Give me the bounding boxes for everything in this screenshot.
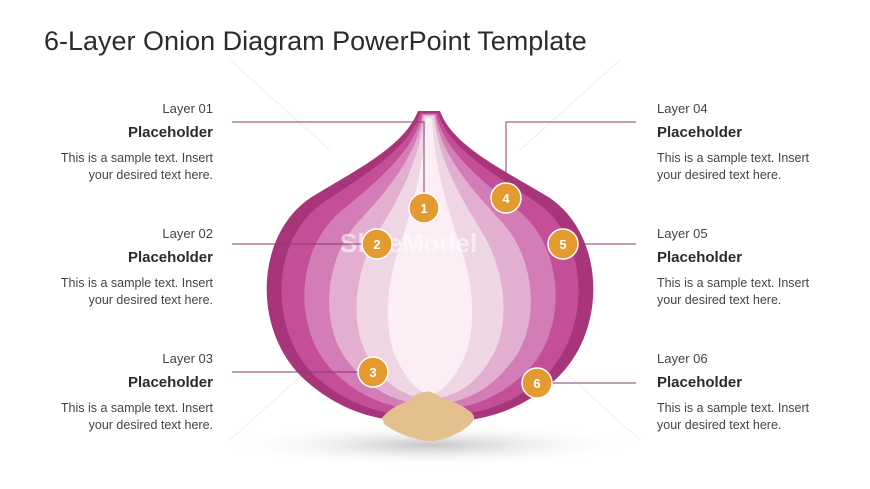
layer-05-desc-line-1: This is a sample text. Insert [657, 276, 810, 290]
layer-01-desc-line-1: This is a sample text. Insert [60, 151, 213, 165]
onion-root [382, 391, 475, 441]
layer-04-desc-line-1: This is a sample text. Insert [657, 151, 810, 165]
marker-circle [361, 228, 393, 260]
layer-03-desc-line-2: your desired text here. [88, 418, 213, 432]
leader-line-1 [232, 121, 425, 208]
layer-03-label: Layer 03 [162, 351, 213, 366]
marker-2: 2 [361, 228, 393, 260]
layer-03-desc-line-1: This is a sample text. Insert [60, 401, 213, 415]
layer-06-heading: Placeholder [657, 374, 743, 391]
layer-02-desc-line-2: your desired text here. [88, 293, 213, 307]
layer-05-heading: Placeholder [657, 249, 743, 266]
layer-04-desc-line-2: your desired text here. [657, 168, 782, 182]
watermark-text: SlideModel [340, 228, 477, 258]
layer-01-description: This is a sample text. Insert your desir… [13, 150, 213, 184]
layer-05-label: Layer 05 [657, 226, 708, 241]
layer-06-label: Layer 06 [657, 351, 708, 366]
layer-03-block: Layer 03 Placeholder This is a sample te… [13, 350, 213, 434]
layer-02-heading: Placeholder [127, 249, 213, 266]
marker-3: 3 [357, 356, 389, 388]
marker-5: 5 [547, 228, 579, 260]
marker-circle [521, 367, 553, 399]
layer-02-description: This is a sample text. Insert your desir… [13, 275, 213, 309]
marker-number-6: 6 [533, 376, 540, 391]
layer-06-description: This is a sample text. Insert your desir… [657, 400, 857, 434]
layer-01-block: Layer 01 Placeholder This is a sample te… [13, 100, 213, 184]
layer-03-description: This is a sample text. Insert your desir… [13, 400, 213, 434]
layer-06-desc-line-1: This is a sample text. Insert [657, 401, 810, 415]
leader-line-4 [505, 121, 636, 198]
onion-core [387, 118, 473, 395]
leader-lines [232, 121, 636, 384]
layer-02-label: Layer 02 [162, 226, 213, 241]
onion-shadow [220, 423, 640, 467]
layer-04-block: Layer 04 Placeholder This is a sample te… [657, 100, 857, 184]
marker-number-3: 3 [369, 365, 376, 380]
marker-4: 4 [490, 182, 522, 214]
layer-05-description: This is a sample text. Insert your desir… [657, 275, 857, 309]
marker-number-2: 2 [373, 237, 380, 252]
layer-04-label: Layer 04 [657, 101, 708, 116]
marker-number-1: 1 [420, 201, 427, 216]
marker-circle [547, 228, 579, 260]
marker-circle [408, 192, 440, 224]
layer-01-label: Layer 01 [162, 101, 213, 116]
layer-06-block: Layer 06 Placeholder This is a sample te… [657, 350, 857, 434]
layer-06-desc-line-2: your desired text here. [657, 418, 782, 432]
layer-02-desc-line-1: This is a sample text. Insert [60, 276, 213, 290]
marker-6: 6 [521, 367, 553, 399]
marker-1: 1 [408, 192, 440, 224]
layer-05-block: Layer 05 Placeholder This is a sample te… [657, 225, 857, 309]
marker-number-4: 4 [502, 191, 510, 206]
marker-circle [357, 356, 389, 388]
layer-04-description: This is a sample text. Insert your desir… [657, 150, 857, 184]
marker-circle [490, 182, 522, 214]
layer-04-heading: Placeholder [657, 124, 743, 141]
layer-01-desc-line-2: your desired text here. [88, 168, 213, 182]
page-title: 6-Layer Onion Diagram PowerPoint Templat… [44, 26, 587, 56]
layer-03-heading: Placeholder [127, 374, 213, 391]
layer-02-block: Layer 02 Placeholder This is a sample te… [13, 225, 213, 309]
layer-01-heading: Placeholder [127, 124, 213, 141]
layer-05-desc-line-2: your desired text here. [657, 293, 782, 307]
marker-number-5: 5 [559, 237, 566, 252]
